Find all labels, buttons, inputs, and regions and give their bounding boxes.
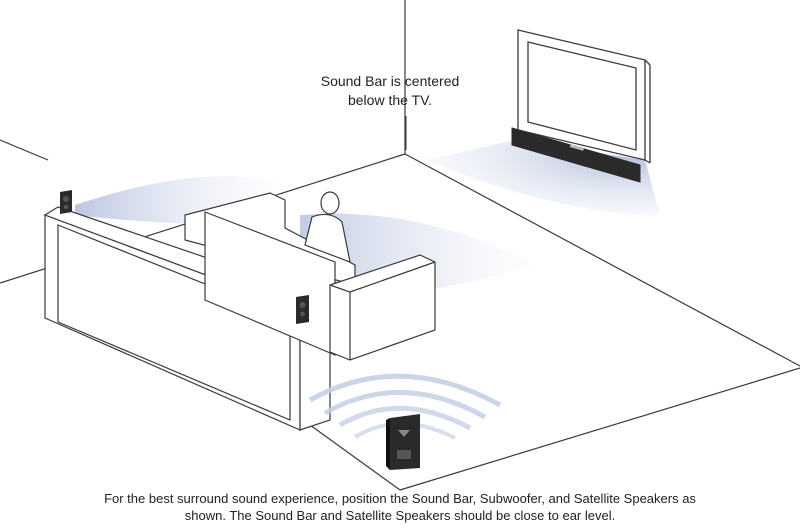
left-satellite-speaker	[60, 190, 72, 214]
caption-line-2: shown. The Sound Bar and Satellite Speak…	[184, 508, 616, 523]
tv	[517, 29, 651, 164]
caption-line-1: For the best surround sound experience, …	[104, 491, 696, 506]
callout-line-1: Sound Bar is centered	[320, 73, 460, 89]
subwoofer-wave	[308, 373, 502, 440]
callout-line-2: below the TV.	[347, 92, 433, 108]
placement-caption: For the best surround sound experience, …	[0, 490, 800, 524]
subwoofer	[386, 414, 420, 470]
right-satellite-speaker	[296, 295, 309, 324]
listener	[304, 191, 351, 263]
soundbar-callout: Sound Bar is centered below the TV.	[290, 72, 490, 110]
sound-bar-logo	[569, 144, 585, 151]
sound-bar	[511, 127, 641, 183]
